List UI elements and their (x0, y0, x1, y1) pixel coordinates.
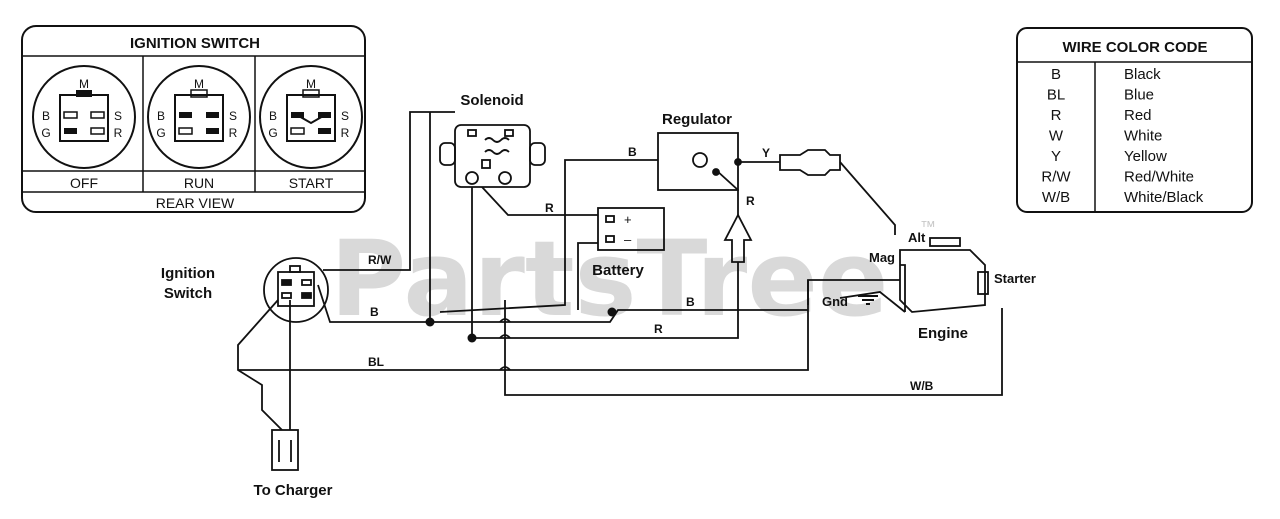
terminal-label-g: G (268, 126, 277, 140)
terminal-label-s: S (341, 109, 349, 123)
wire-label-r-solenoid: R (545, 201, 554, 215)
terminal-label-r: R (229, 126, 238, 140)
charger-connector (271, 429, 299, 471)
y-connector (779, 149, 841, 176)
wire-wb (504, 300, 1003, 396)
terminal-label-m: M (79, 77, 89, 91)
ignition-panel-footer: REAR VIEW (156, 195, 235, 211)
ignition-panel-title: IGNITION SWITCH (130, 35, 260, 52)
wire-charger-1 (237, 299, 283, 431)
solenoid-label: Solenoid (460, 92, 523, 109)
switch-position-off: M B G S R OFF (32, 65, 136, 191)
wire-labels: R/W B BL B Y R R B R W/B (368, 145, 934, 393)
wire-label-rw: R/W (368, 253, 392, 267)
wire-b-regulator (439, 159, 658, 313)
wire-engine-connect (900, 264, 906, 312)
legend-color-name: White/Black (1124, 189, 1204, 206)
ignition-switch-panel: IGNITION SWITCH REAR VIEW M B G S R OFF (21, 25, 366, 213)
wire-label-r-regulator: R (746, 194, 755, 208)
wire-b-main (317, 284, 808, 323)
wire-regulator-arm (715, 169, 739, 215)
legend-color-name: Yellow (1124, 148, 1167, 165)
switch-position-start: M B G S R START (259, 65, 363, 191)
terminal-label-b: B (269, 109, 277, 123)
wire-label-b-switch: B (370, 305, 379, 319)
terminal-label-m: M (306, 77, 316, 91)
legend-code: BL (1047, 87, 1065, 104)
legend-code: W (1049, 128, 1064, 145)
wires (237, 111, 1003, 431)
legend-code: R/W (1041, 169, 1071, 186)
terminal-label-b: B (157, 109, 165, 123)
engine-label: Engine (918, 325, 968, 342)
legend-color-name: White (1124, 128, 1162, 145)
regulator (657, 132, 742, 191)
wire-label-b-battery: B (686, 295, 695, 309)
junction-dots (425, 307, 617, 343)
legend-color-name: Black (1124, 66, 1161, 83)
terminal-label-b: B (42, 109, 50, 123)
ignition-switch-label-1: Ignition (161, 265, 215, 282)
ignition-switch-label-2: Switch (164, 285, 212, 302)
position-label-start: START (289, 175, 334, 191)
legend-code: B (1051, 66, 1061, 83)
switch-position-run: M B G S R RUN (147, 65, 251, 191)
battery-negative-label: – (624, 232, 632, 247)
terminal-label-r: R (341, 126, 350, 140)
battery-label: Battery (592, 262, 644, 279)
wire-y-to-alt (839, 161, 896, 235)
wire-crossings (499, 318, 511, 371)
legend-title: WIRE COLOR CODE (1063, 39, 1208, 56)
wire-bl (238, 279, 900, 371)
wire-r-lower (472, 262, 739, 339)
terminal-label-m: M (194, 77, 204, 91)
alt-label: Alt (908, 230, 926, 245)
wire-rw (323, 111, 455, 271)
position-label-run: RUN (184, 175, 214, 191)
wire-label-r-lower: R (654, 322, 663, 336)
terminal-label-s: S (229, 109, 237, 123)
legend-code: Y (1051, 148, 1061, 165)
to-charger-label: To Charger (254, 482, 333, 499)
terminal-label-g: G (156, 126, 165, 140)
mag-label: Mag (869, 250, 895, 265)
legend-code: W/B (1042, 189, 1070, 206)
solenoid (439, 124, 546, 188)
gnd-label: Gnd (822, 294, 848, 309)
wire-battery-neg (577, 242, 598, 310)
wire-label-b-regulator: B (628, 145, 637, 159)
watermark-text: PartsTree (330, 218, 888, 340)
wire-r-solenoid-battery (481, 186, 598, 216)
engine (839, 237, 989, 313)
terminal-label-s: S (114, 109, 122, 123)
terminal-label-g: G (41, 126, 50, 140)
position-label-off: OFF (70, 175, 98, 191)
watermark: PartsTree ™ (330, 218, 936, 340)
wire-label-y: Y (762, 146, 770, 160)
battery (597, 207, 665, 251)
battery-positive-label: + (624, 212, 632, 227)
r-connector-arrow (723, 213, 753, 263)
legend-color-name: Red/White (1124, 169, 1194, 186)
legend-color-name: Red (1124, 107, 1152, 124)
watermark-trademark: ™ (920, 219, 936, 236)
ground-symbol (858, 295, 878, 305)
regulator-label: Regulator (662, 111, 732, 128)
wire-label-bl: BL (368, 355, 384, 369)
legend-color-name: Blue (1124, 87, 1154, 104)
terminal-label-r: R (114, 126, 123, 140)
starter-label: Starter (994, 271, 1036, 286)
ignition-switch (263, 257, 329, 323)
legend-code: R (1051, 107, 1062, 124)
wire-label-wb: W/B (910, 379, 934, 393)
